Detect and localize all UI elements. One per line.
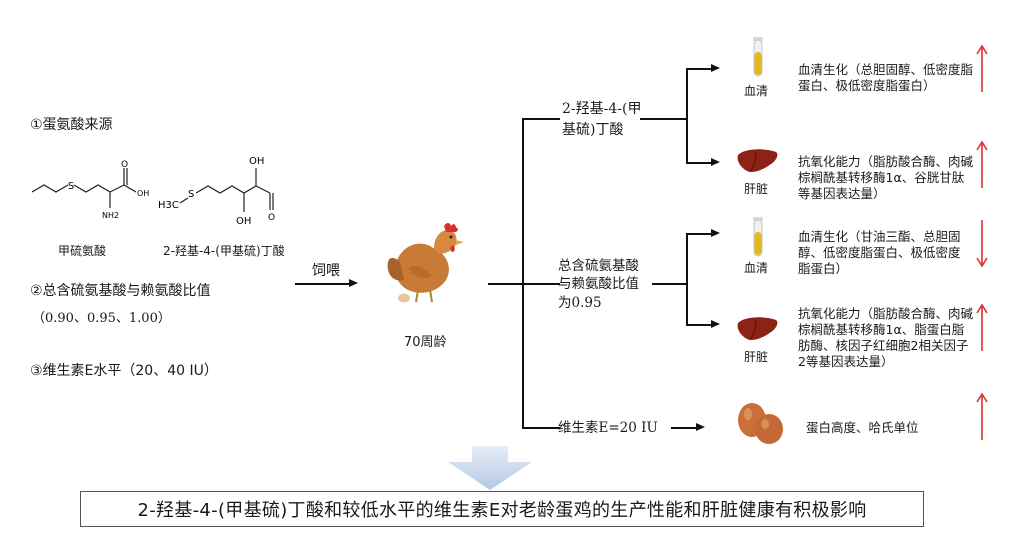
sulfur-atom-label: S: [68, 181, 74, 192]
trend-up-arrow: [976, 303, 988, 351]
branch1-label-line2: 基硫)丁酸: [562, 122, 624, 138]
svg-text:O: O: [121, 160, 128, 170]
trend-up-arrow: [976, 392, 988, 440]
age-label: 70周龄: [404, 335, 447, 350]
branch3-label: 维生素E=20 IU: [558, 420, 658, 436]
branch2-arrow-top: [711, 229, 720, 237]
feed-arrowhead: [349, 279, 358, 287]
branch2-label-line2: 与赖氨酸比值: [558, 276, 639, 292]
conclusion-down-arrow: [448, 446, 532, 490]
branch1-fork-top: [686, 68, 712, 70]
main-vertical-line: [522, 118, 524, 428]
liver-icon: [737, 149, 778, 173]
branch1-fork-bottom: [686, 162, 712, 164]
branch2-label-line1: 总含硫氨基酸: [558, 258, 639, 274]
result-text-4: 抗氧化能力（脂肪酸合酶、肉碱棕榈酰基转移酶1α、脂蛋白脂肪酶、核因子红细胞2相关…: [798, 306, 974, 369]
chem1-name: 甲硫氨酸: [58, 244, 107, 258]
chem1-nh2: NH2: [102, 211, 119, 220]
factor2-values: （0.90、0.95、1.00）: [32, 311, 171, 326]
chem2-ch3: H3C: [158, 200, 179, 211]
feed-label: 饲喂: [312, 263, 340, 279]
branch1-fork-stem: [640, 118, 687, 120]
branch1-connector: [522, 118, 560, 120]
branch3-arrowhead: [696, 423, 705, 431]
liver-icon: [737, 317, 778, 341]
chem2-s: S: [188, 189, 194, 200]
branch1-label-line1: 2-羟基-4-(甲: [562, 101, 642, 117]
serum-label-1: 血清: [744, 84, 769, 98]
trend-up-arrow: [976, 140, 988, 188]
svg-text:O: O: [268, 213, 275, 223]
conclusion-box: 2-羟基-4-(甲基硫)丁酸和较低水平的维生素E对老龄蛋鸡的生产性能和肝脏健康有…: [80, 491, 924, 527]
branch3-connector: [522, 427, 560, 429]
conclusion-text: 2-羟基-4-(甲基硫)丁酸和较低水平的维生素E对老龄蛋鸡的生产性能和肝脏健康有…: [137, 500, 867, 521]
branch2-label-line3: 为0.95: [558, 295, 602, 311]
branch1-arrow-bottom: [711, 158, 720, 166]
chem1-oh: OH: [137, 189, 149, 198]
branch2-connector: [522, 283, 560, 285]
methionine-structure: S O OH NH2: [31, 160, 149, 220]
liver-label-2: 肝脏: [744, 350, 769, 364]
factor1-title: ①蛋氨酸来源: [30, 117, 113, 133]
branch2-fork-top: [686, 233, 712, 235]
feed-arrow-line: [295, 283, 350, 285]
eggs-icon: [738, 403, 783, 444]
hen-illustration: [387, 223, 464, 303]
result-text-3: 血清生化（甘油三酯、总胆固醇、低密度脂蛋白、极低密度脂蛋白）: [798, 229, 961, 276]
branch1-fork-vertical: [686, 68, 688, 163]
branch1-arrow-top: [711, 64, 720, 72]
chem2-oh-top: OH: [249, 156, 264, 167]
chem2-oh-bottom: OH: [236, 216, 251, 227]
result-text-1: 血清生化（总胆固醇、低密度脂蛋白、极低密度脂蛋白）: [798, 62, 974, 93]
factor2-title: ②总含硫氨基酸与赖氨酸比值: [30, 283, 211, 299]
hmtba-structure: H3C S OH O OH: [158, 156, 275, 227]
branch2-arrow-bottom: [711, 320, 720, 328]
branch2-fork-bottom: [686, 324, 712, 326]
serum-tube-icon: [753, 37, 763, 77]
factor3-title: ③维生素E水平（20、40 IU）: [30, 363, 218, 379]
trunk-line: [488, 283, 523, 285]
trend-up-arrow: [976, 44, 988, 92]
branch2-fork-vertical: [686, 233, 688, 325]
liver-label-1: 肝脏: [744, 182, 769, 196]
branch2-fork-stem: [652, 283, 687, 285]
serum-label-2: 血清: [744, 261, 769, 275]
chem2-name: 2-羟基-4-(甲基硫)丁酸: [163, 244, 285, 258]
result-text-2: 抗氧化能力（脂肪酸合酶、肉碱棕榈酰基转移酶1α、谷胱甘肽等基因表达量）: [798, 154, 974, 201]
result-text-5: 蛋白高度、哈氏单位: [806, 420, 919, 435]
branch3-arrow-line: [671, 427, 697, 429]
serum-tube-icon: [753, 217, 763, 257]
trend-down-arrow: [976, 220, 988, 268]
